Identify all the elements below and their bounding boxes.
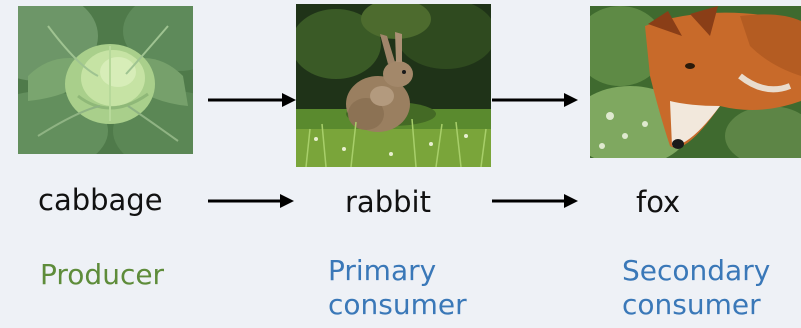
rabbit-photo (296, 4, 491, 167)
organism-name-cabbage: cabbage (38, 183, 163, 217)
organism-name-fox: fox (636, 185, 681, 219)
arrow-rabbit-to-fox (492, 191, 578, 211)
arrow-rabbit-to-fox-photo (492, 90, 578, 110)
cabbage-photo (18, 6, 193, 154)
fox-photo (590, 6, 801, 158)
role-line: consumer (328, 288, 467, 321)
role-line: Producer (40, 258, 165, 291)
arrow-cabbage-to-rabbit (208, 191, 294, 211)
arrow-cabbage-to-rabbit-photo (208, 90, 296, 110)
role-line: Secondary (622, 254, 771, 287)
role-label-primary-consumer: Primary consumer (328, 254, 467, 322)
role-label-secondary-consumer: Secondary consumer (622, 254, 770, 322)
organism-name-rabbit: rabbit (345, 185, 431, 219)
role-line: Primary (328, 254, 437, 287)
role-line: consumer (622, 288, 761, 321)
role-label-producer: Producer (40, 258, 164, 292)
